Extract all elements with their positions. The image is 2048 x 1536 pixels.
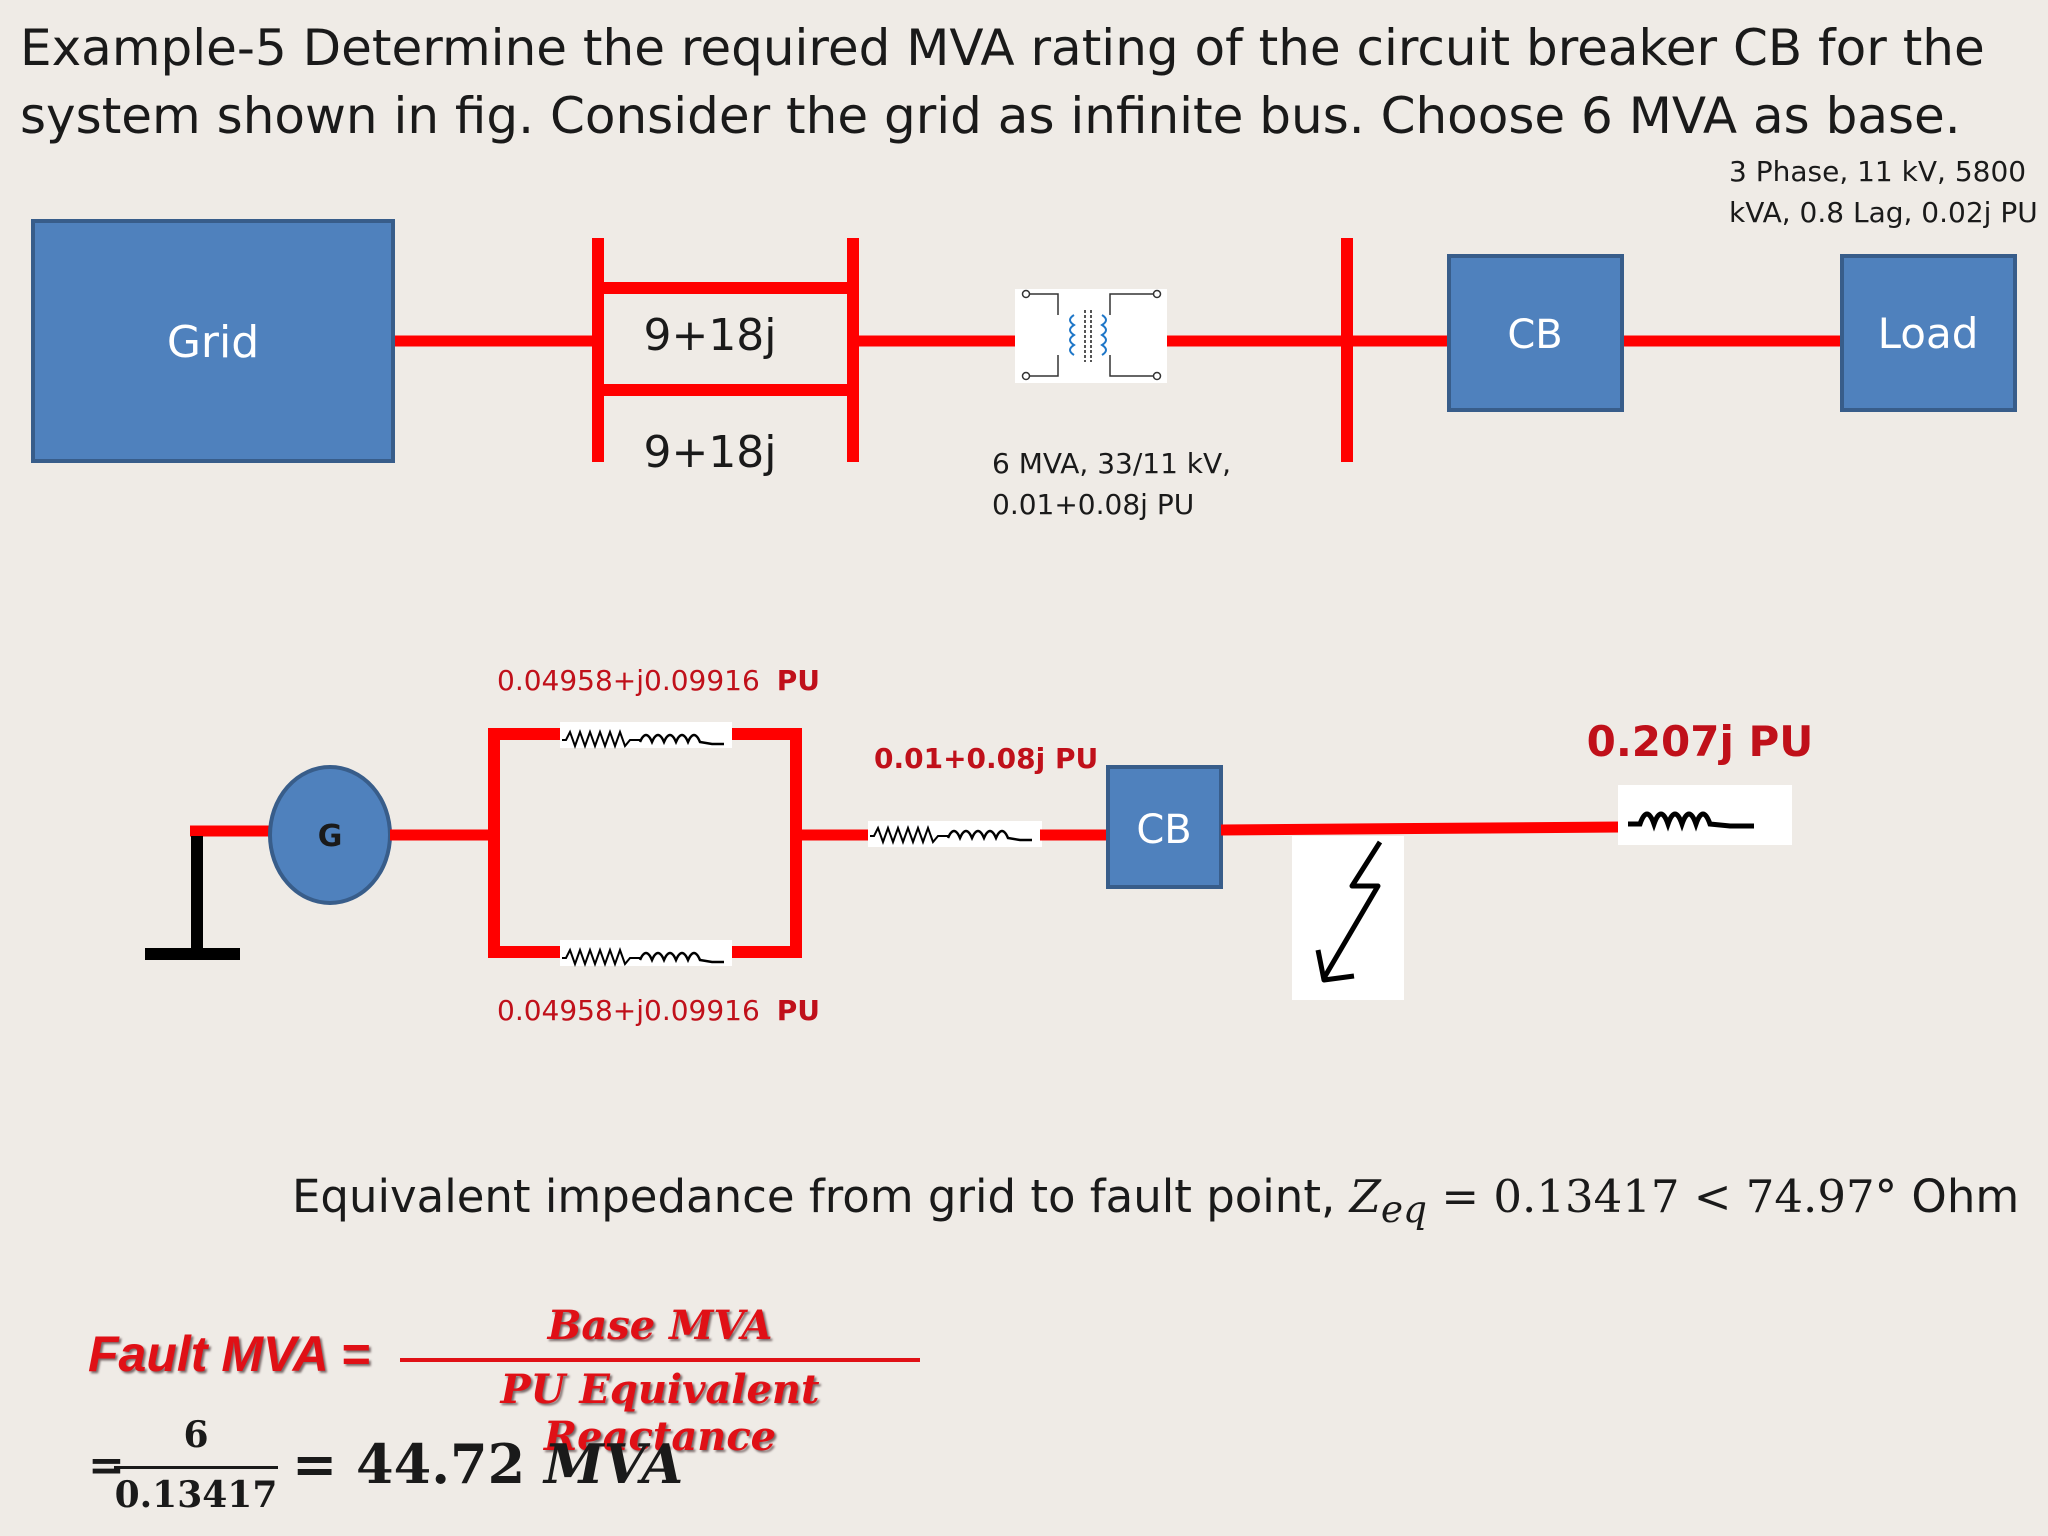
load-note-2: kVA, 0.8 Lag, 0.02j PU bbox=[1729, 196, 2038, 229]
equivalent-impedance: Equivalent impedance from grid to fault … bbox=[292, 1170, 2032, 1231]
fault-icon bbox=[1292, 836, 1404, 1000]
calc-denominator: 0.13417 bbox=[114, 1474, 278, 1516]
impedance-symbol-bottom bbox=[560, 940, 732, 967]
page-title: Example-5 Determine the required MVA rat… bbox=[20, 19, 1985, 145]
cb-box-bottom bbox=[1106, 765, 1223, 889]
transformer-note-1: 6 MVA, 33/11 kV, bbox=[992, 447, 1231, 480]
wire-cb-load-pu bbox=[1220, 821, 1621, 836]
calc-result: = 44.72 MVA bbox=[292, 1432, 683, 1496]
line2-pu-unit: PU bbox=[777, 994, 820, 1027]
transformer-note-2: 0.01+0.08j PU bbox=[992, 488, 1194, 521]
line2-pu: 0.04958+j0.09916 PU bbox=[497, 994, 820, 1027]
equivalent-value: = 0.13417 < 74.97° bbox=[1441, 1170, 1898, 1223]
calc-numerator: 6 bbox=[183, 1414, 209, 1456]
line1-impedance: 9+18j bbox=[643, 310, 776, 361]
line1-pu-value: 0.04958+j0.09916 bbox=[497, 664, 760, 697]
load-pu: 0.207j PU bbox=[1587, 717, 1814, 766]
equivalent-unit: Ohm bbox=[1897, 1170, 2020, 1223]
line1-pu-unit: PU bbox=[777, 664, 820, 697]
load-label: Load bbox=[1878, 309, 1979, 358]
cb-label-bottom: CB bbox=[1136, 807, 1191, 853]
generator-label: G bbox=[318, 819, 343, 854]
fault-mva-label: Fault MVA = bbox=[88, 1326, 370, 1382]
cb-label-top: CB bbox=[1507, 312, 1562, 358]
line1-pu: 0.04958+j0.09916 PU bbox=[497, 664, 820, 697]
calc-result-unit: MVA bbox=[543, 1432, 684, 1496]
z-subscript: eq bbox=[1380, 1187, 1428, 1231]
line2-pu-value: 0.04958+j0.09916 bbox=[497, 994, 760, 1027]
inductor-icon bbox=[1618, 785, 1792, 845]
calc-fraction-bar bbox=[114, 1466, 278, 1469]
transformer-icon bbox=[1015, 289, 1167, 383]
cb-box-top bbox=[1447, 254, 1624, 412]
line2-impedance: 9+18j bbox=[643, 427, 776, 478]
impedance-symbol-top bbox=[560, 722, 732, 749]
equivalent-text: Equivalent impedance from grid to fault … bbox=[292, 1170, 1350, 1223]
impedance-symbol-transformer bbox=[868, 821, 1042, 847]
load-box bbox=[1840, 254, 2017, 412]
z-symbol: Z bbox=[1349, 1170, 1381, 1223]
fault-denominator: PU Equivalent Reactance bbox=[500, 1366, 820, 1460]
transformer-pu: 0.01+0.08j PU bbox=[874, 742, 1098, 775]
grid-label: Grid bbox=[167, 317, 259, 368]
fault-fraction-bar bbox=[400, 1358, 920, 1362]
load-note-1: 3 Phase, 11 kV, 5800 bbox=[1729, 155, 2026, 188]
grid-box bbox=[31, 219, 395, 463]
calc-equals: = bbox=[88, 1440, 125, 1491]
fault-numerator: Base MVA bbox=[547, 1302, 773, 1349]
equivalent-math: Zeq = 0.13417 < 74.97° bbox=[1349, 1170, 1898, 1231]
calc-result-value: = 44.72 bbox=[292, 1432, 544, 1496]
